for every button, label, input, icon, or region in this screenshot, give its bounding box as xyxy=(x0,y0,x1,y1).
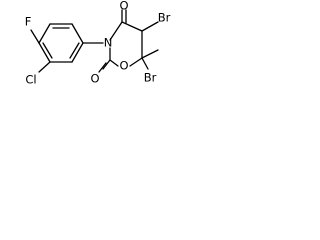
bond-ring-double-2 xyxy=(42,42,53,59)
bond-c5-br xyxy=(141,21,159,32)
atom-chlorine: Cl xyxy=(25,73,36,87)
atom-carbonyl-oxygen-top: O xyxy=(119,0,128,13)
bond-c-f xyxy=(30,29,40,44)
chemical-structure-diagram: F Cl N O O O Br Br xyxy=(25,0,171,87)
bond-c6-br xyxy=(141,57,149,70)
bond-c4-c5 xyxy=(121,21,143,32)
bond-c2-o-double-a xyxy=(102,59,111,70)
bond-c6-o xyxy=(129,57,143,67)
atom-ring-oxygen: O xyxy=(119,59,128,73)
bond-ring-c3-c4 xyxy=(38,42,51,63)
atom-bromine-top: Br xyxy=(158,11,171,25)
bond-ring-c2-c3 xyxy=(38,23,51,44)
bond-ring-c5-c6 xyxy=(71,42,84,63)
atom-fluorine: F xyxy=(25,15,32,29)
bond-lines xyxy=(30,9,159,73)
atom-labels: F Cl N O O O Br Br xyxy=(25,0,171,87)
bond-ring-double-3 xyxy=(69,42,80,59)
bond-c6-methyl xyxy=(141,49,159,59)
bond-n-c4 xyxy=(109,21,123,41)
atom-nitrogen: N xyxy=(104,36,113,50)
atom-bromine-bottom: Br xyxy=(144,71,157,85)
bond-ring-c6-c1 xyxy=(71,23,84,44)
bond-c2-o-double-b xyxy=(98,62,107,73)
atom-carbonyl-oxygen-bottom: O xyxy=(90,72,99,86)
bond-c-cl xyxy=(38,61,51,73)
bond-o-c2 xyxy=(109,59,119,67)
